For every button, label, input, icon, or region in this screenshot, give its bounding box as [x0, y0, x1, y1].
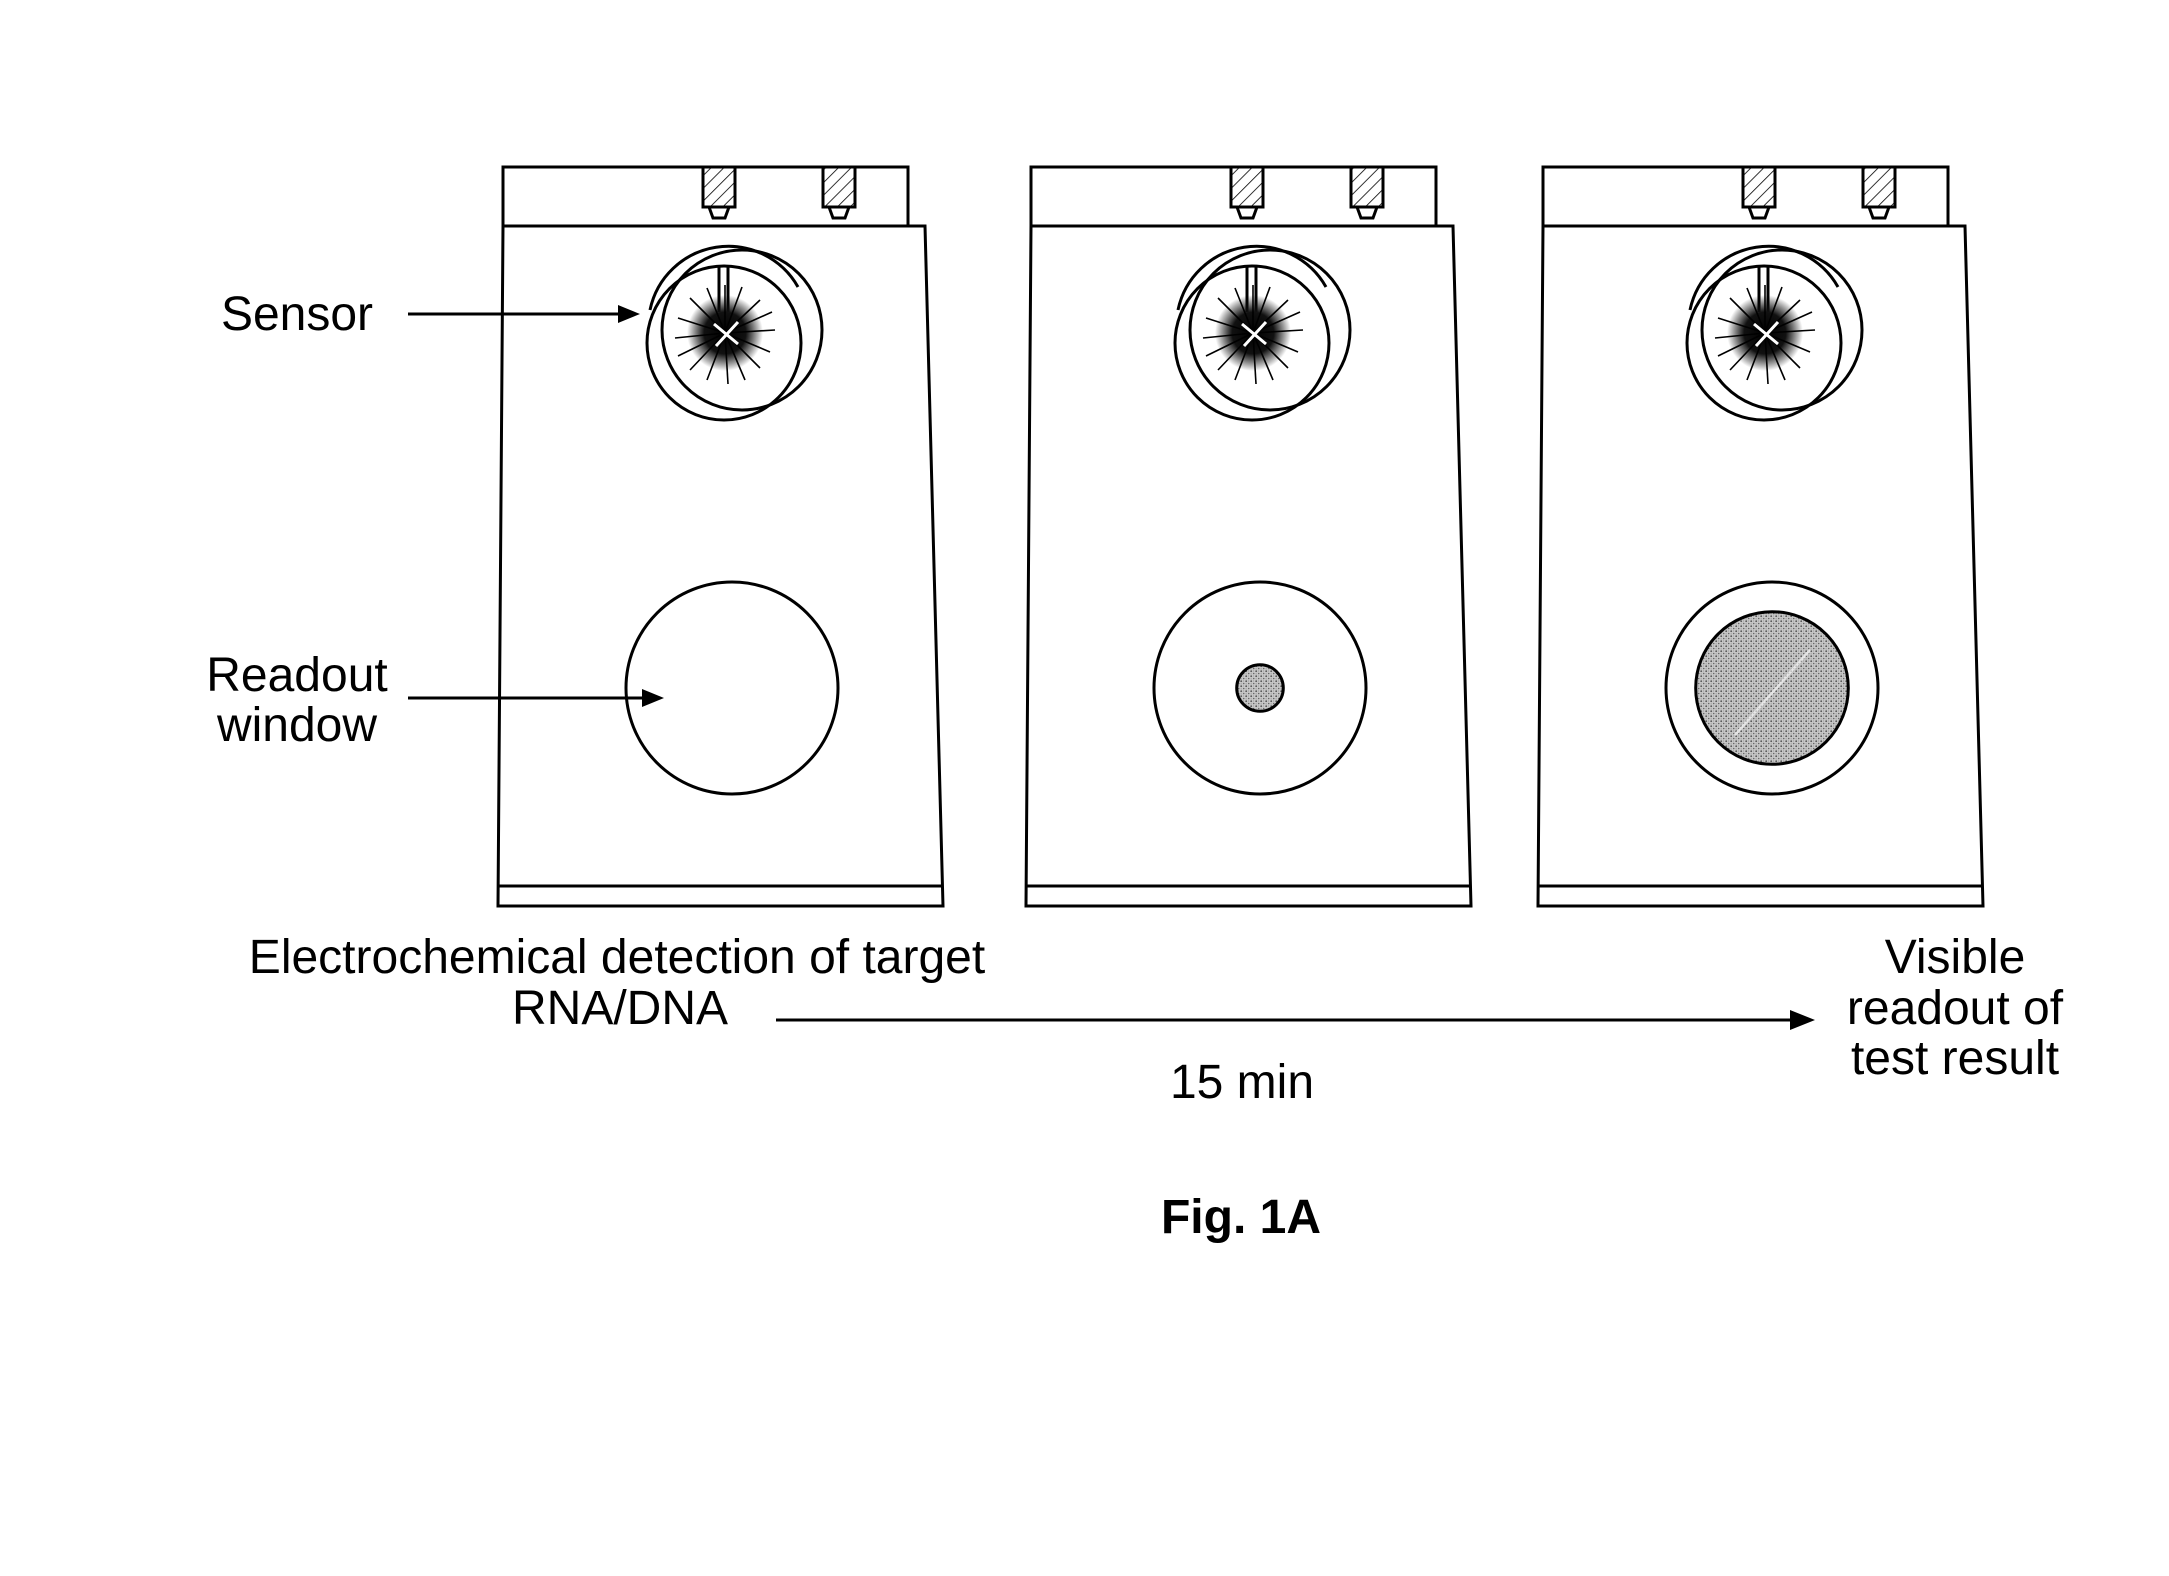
time-label: 15 min [1170, 1056, 1314, 1109]
electrode-contact [1743, 167, 1775, 207]
sensor-well [1175, 246, 1350, 420]
detection-label-line2: RNA/DNA [512, 982, 728, 1035]
visible-readout-label-line3: test result [1851, 1032, 2059, 1085]
electrode-contact [703, 167, 735, 207]
electrode-contact [1351, 167, 1383, 207]
electrode-contact-tip [709, 207, 729, 218]
electrode-contact-tip [1749, 207, 1769, 218]
electrode-contact [1231, 167, 1263, 207]
visible-readout-label-line1: Visible [1885, 931, 2026, 984]
device-initial [498, 167, 943, 906]
electrode-contact-tip [1869, 207, 1889, 218]
readout-window [626, 582, 838, 794]
electrode-contact-tip [829, 207, 849, 218]
electrode-contact-tip [1357, 207, 1377, 218]
readout-spot [1696, 612, 1849, 765]
electrode-contact [823, 167, 855, 207]
visible-readout-label-line2: readout of [1847, 982, 2064, 1035]
electrode-contact-tip [1237, 207, 1257, 218]
figure-caption: Fig. 1A [1161, 1191, 1321, 1244]
readout-window-label-line1: Readout [206, 649, 387, 702]
readout-window-label-line2: window [216, 699, 377, 752]
readout-spot [1237, 665, 1284, 712]
device-intermediate [1026, 167, 1471, 906]
detection-label-line1: Electrochemical detection of target [249, 931, 985, 984]
electrode-contact [1863, 167, 1895, 207]
sensor-well [647, 246, 822, 420]
sensor-well [1687, 246, 1862, 420]
time-arrow [776, 1010, 1815, 1030]
device-final [1538, 167, 1983, 906]
sensor-arrow [408, 305, 640, 323]
sensor-label: Sensor [221, 288, 373, 341]
